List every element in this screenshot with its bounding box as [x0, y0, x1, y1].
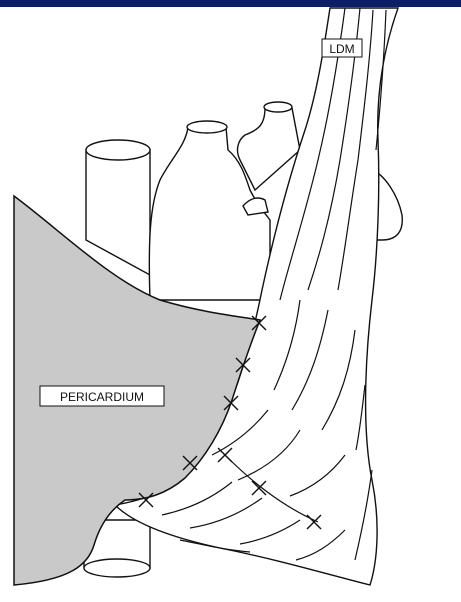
- pericardium-label: PERICARDIUM: [40, 386, 164, 406]
- vena-cava-top: [86, 140, 150, 160]
- vena-cava-cylinder: [86, 150, 150, 275]
- pericardium-label-text: PERICARDIUM: [60, 390, 144, 404]
- aorta-top: [187, 121, 227, 133]
- diagram-svg: LDM PERICARDIUM: [0, 7, 461, 597]
- anatomical-diagram: LDM PERICARDIUM: [0, 7, 461, 597]
- inferior-vena-cava-bottom: [84, 559, 150, 577]
- pulmonary-top: [264, 102, 292, 112]
- top-header-bar: [0, 0, 461, 7]
- ldm-label: LDM: [322, 39, 362, 57]
- ldm-label-text: LDM: [329, 42, 354, 56]
